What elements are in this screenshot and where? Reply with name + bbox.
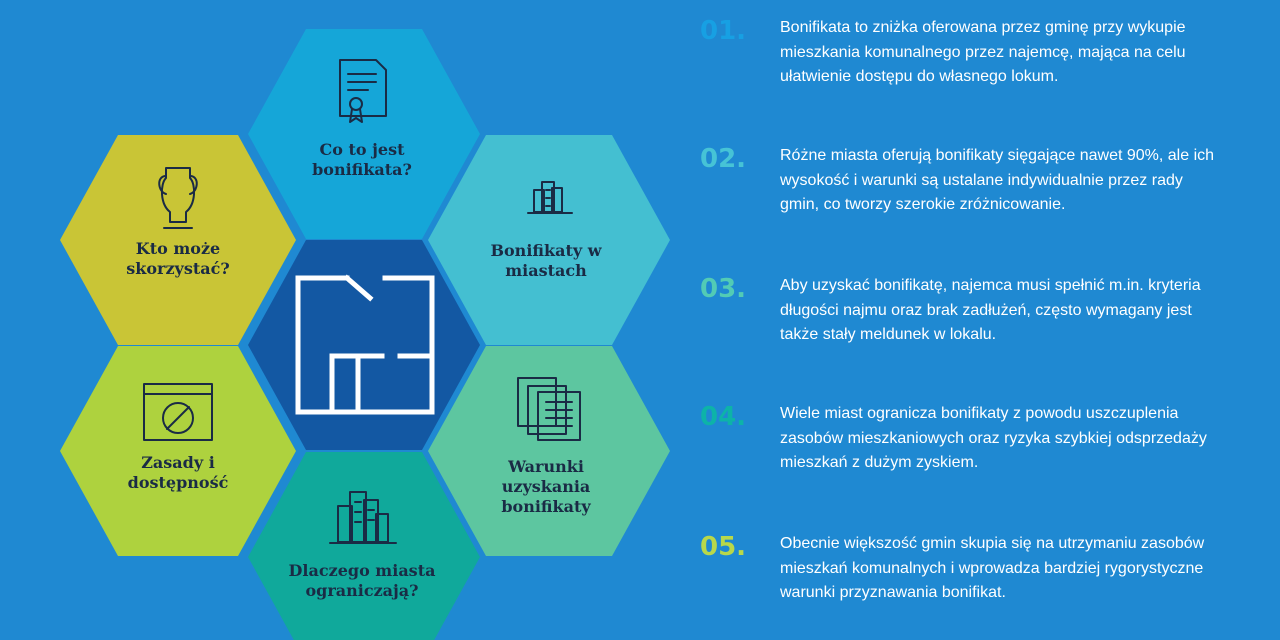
hex-center <box>248 240 480 450</box>
item-number: 04. <box>700 402 747 432</box>
hex-label-line2: dostępność <box>128 473 229 492</box>
hex-label-line1: Dlaczego miasta <box>289 561 436 580</box>
hex-label-line3: bonifikaty <box>501 497 591 516</box>
hex-label-line1: Warunki <box>507 457 584 476</box>
item-text: Aby uzyskać bonifikatę, najemca musi spe… <box>780 277 1201 343</box>
hexagon-diagram: Co to jest bonifikata? Bonifikaty w mias… <box>60 29 670 640</box>
hex-zasady-i-dostepnosc[interactable]: Zasady i dostępność <box>60 346 296 556</box>
floor-plan-icon <box>295 274 435 415</box>
item-text: Wiele miast ogranicza bonifikaty z powod… <box>780 405 1207 471</box>
hex-dlaczego-miasta-ograniczaja[interactable]: Dlaczego miasta ograniczają? <box>248 452 480 640</box>
item-text: Różne miasta oferują bonifikaty sięgając… <box>780 147 1215 213</box>
hex-bonifikaty-w-miastach[interactable]: Bonifikaty w miastach <box>428 135 670 345</box>
hex-label-line2: ograniczają? <box>305 581 418 600</box>
hex-label-line1: Kto może <box>136 239 220 258</box>
city-buildings-icon <box>527 181 573 214</box>
hex-label-line2: skorzystać? <box>126 259 229 278</box>
hex-kto-moze-skorzystac[interactable]: Kto może skorzystać? <box>60 135 296 345</box>
item-text: Obecnie większość gmin skupia się na utr… <box>780 535 1205 601</box>
hex-label-line1: Zasady i <box>141 453 215 472</box>
certificate-icon <box>339 59 387 123</box>
documents-icon <box>517 377 581 441</box>
hex-label-line2: uzyskania <box>502 477 591 496</box>
hex-label-line2: bonifikata? <box>312 160 412 179</box>
item-number: 02. <box>700 144 747 174</box>
item-number: 05. <box>700 532 747 562</box>
trophy-icon <box>158 167 198 229</box>
hex-co-to-jest-bonifikata[interactable]: Co to jest bonifikata? <box>248 29 480 239</box>
hex-label-line1: Co to jest <box>320 140 406 159</box>
hex-warunki-uzyskania-bonifikaty[interactable]: Warunki uzyskania bonifikaty <box>428 346 670 556</box>
item-number: 01. <box>700 16 747 46</box>
blocked-window-icon <box>143 383 213 441</box>
item-text: Bonifikata to zniżka oferowana przez gmi… <box>780 19 1186 85</box>
city-buildings-icon <box>329 491 397 544</box>
hex-label-line1: Bonifikaty w <box>490 241 602 260</box>
hex-label-line2: miastach <box>505 261 587 280</box>
item-number: 03. <box>700 274 747 304</box>
